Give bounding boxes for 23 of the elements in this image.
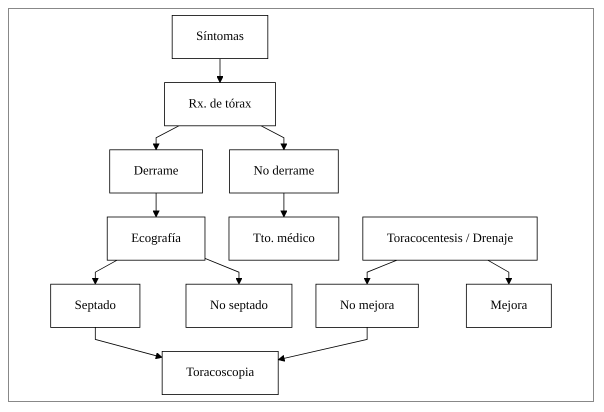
node-box: Rx. de tórax [164,82,276,126]
arrow [94,327,162,360]
arrow [216,58,224,83]
arrow [152,192,160,218]
arrow [278,327,368,362]
arrow [364,260,398,285]
arrow [92,260,118,285]
arrow [260,125,288,150]
node-box: Mejora [466,284,552,328]
node-box: No mejora [316,284,419,328]
arrow [152,125,180,150]
node-box: Ecografía [106,216,206,261]
node-box: Derrame [109,149,203,194]
arrow [280,192,288,218]
node-box: Toracoscopia [162,351,279,395]
node-box: No derrame [229,149,339,194]
node-box: Síntomas [172,15,268,59]
node-box: Septado [50,284,140,328]
arrow [204,258,242,285]
arrow [487,260,512,285]
node-box: Tto. médico [228,216,340,261]
node-box: No septado [186,284,292,328]
node-box: Toracocentesis / Drenaje [362,216,538,261]
